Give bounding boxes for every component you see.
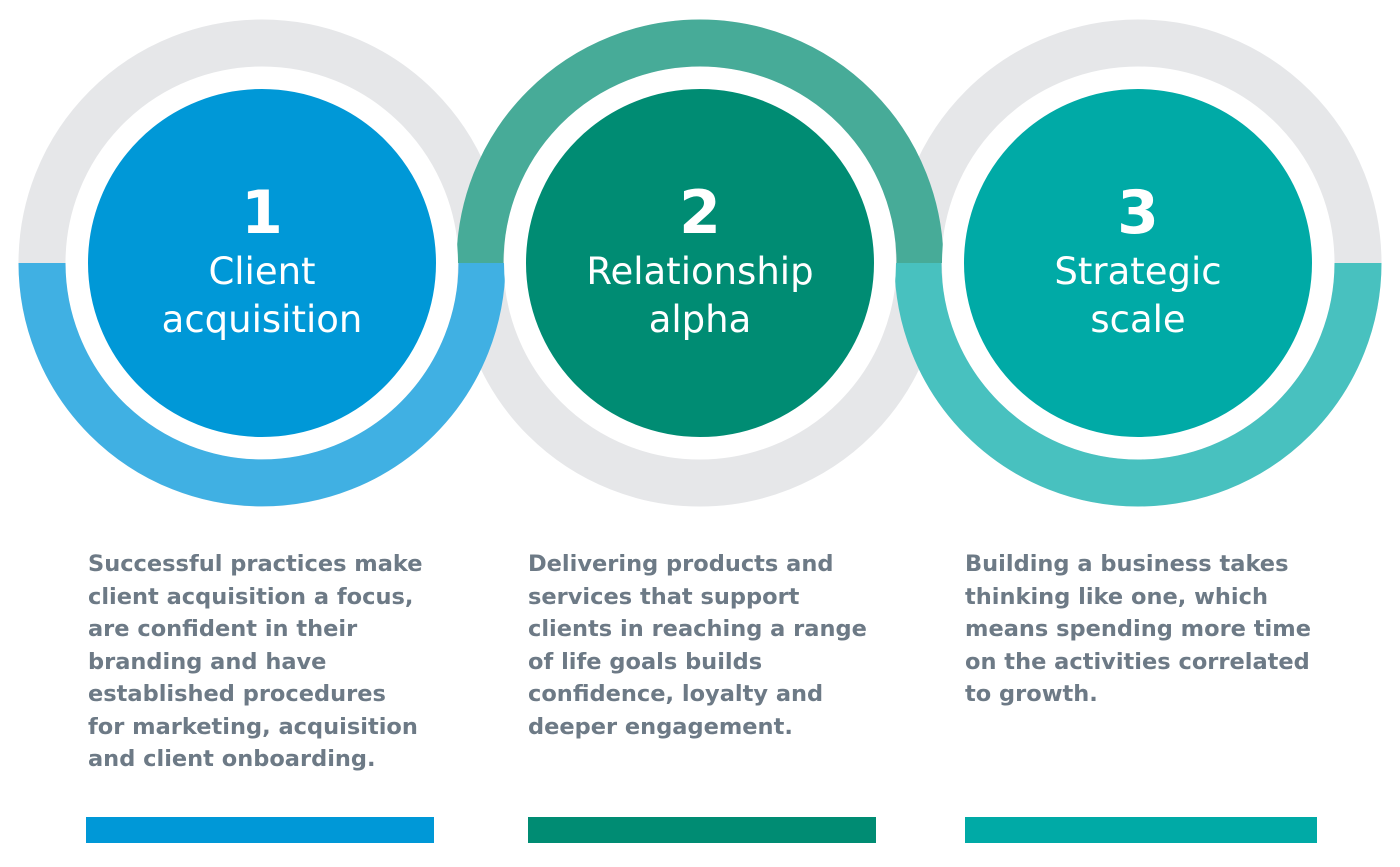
step-label-1-line-2: acquisition — [161, 298, 363, 341]
step-title-3: 3 Strategic scale — [968, 178, 1308, 344]
ring-arc-3 — [894, 262, 1382, 507]
step-circle-1 — [66, 67, 458, 459]
step-label-3-line-2: scale — [1090, 298, 1186, 341]
step-number-1: 1 — [241, 178, 283, 248]
step-number-2: 2 — [679, 178, 721, 248]
step-label-2-line-2: alpha — [648, 298, 752, 341]
step-description-2: Delivering products and services that su… — [528, 551, 867, 740]
ring-arc-2 — [456, 19, 944, 264]
step-rings-diagram — [18, 19, 1382, 507]
ring-arc-1 — [18, 262, 506, 507]
step-title-2: 2 Relationship alpha — [530, 178, 870, 344]
step-bar-1 — [86, 817, 434, 843]
step-number-3: 3 — [1117, 178, 1159, 248]
step-circle-3 — [942, 67, 1334, 459]
step-description-3: Building a business takes thinking like … — [965, 551, 1311, 707]
step-description-1: Successful practices make client acquisi… — [88, 551, 423, 772]
step-bar-3 — [965, 817, 1317, 843]
step-label-3-line-1: Strategic — [1054, 250, 1222, 293]
step-label-2-line-1: Relationship — [586, 250, 814, 293]
step-bar-2 — [528, 817, 876, 843]
step-circle-2 — [504, 67, 896, 459]
step-title-1: 1 Client acquisition — [92, 178, 432, 344]
step-label-1-line-1: Client — [208, 250, 316, 293]
